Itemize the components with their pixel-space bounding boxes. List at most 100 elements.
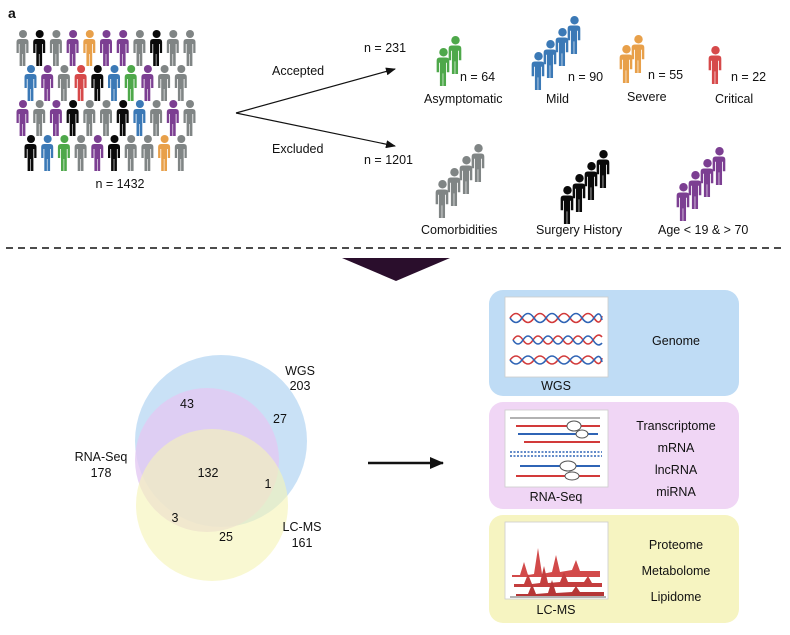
cohort-total-label: n = 1432: [95, 177, 144, 191]
accepted-arrow: [235, 67, 396, 114]
mild-count: n = 90: [568, 70, 603, 84]
venn-region-wgs-only: 27: [273, 412, 287, 426]
venn-wgs-label: WGS: [285, 364, 315, 378]
person-icon: [57, 65, 70, 101]
lcms-icon-label: LC-MS: [537, 603, 576, 617]
venn-wgs-count: 203: [290, 379, 311, 393]
funnel-arrow-icon: [342, 258, 450, 281]
venn-rnaseq-count: 178: [91, 466, 112, 480]
critical-label: Critical: [715, 92, 753, 106]
excluded-count: n = 1201: [364, 153, 413, 167]
critical-person-icon: [708, 46, 722, 84]
person-icon: [100, 30, 112, 66]
age-person-icon: [676, 183, 690, 221]
person-icon: [108, 65, 120, 101]
critical-count: n = 22: [731, 70, 766, 84]
asymptomatic-person-icon: [448, 36, 462, 74]
person-icon: [150, 100, 163, 136]
person-icon: [41, 65, 54, 101]
person-icon: [66, 30, 79, 66]
venn-region-wgs-lcms: 1: [265, 477, 272, 491]
person-icon: [158, 135, 171, 171]
surgery-history-person-icon: [596, 150, 610, 188]
person-icon: [133, 100, 146, 136]
venn-region-rna-lcms: 3: [172, 511, 179, 525]
person-icon: [24, 135, 37, 171]
person-icon: [133, 30, 146, 66]
person-icon: [83, 100, 96, 136]
rnaseq-icon-label: RNA-Seq: [530, 490, 583, 504]
venn-circle-lcms: [136, 429, 288, 581]
person-icon: [141, 65, 154, 101]
person-icon: [49, 30, 62, 66]
person-icon: [124, 135, 137, 171]
person-icon: [174, 65, 187, 101]
venn-lcms-count: 161: [292, 536, 313, 550]
age-person-icon: [712, 147, 726, 185]
excluded-label: Excluded: [272, 142, 323, 156]
venn-rnaseq-label: RNA-Seq: [75, 450, 128, 464]
person-icon: [74, 135, 87, 171]
accepted-count: n = 231: [364, 41, 406, 55]
asymptomatic-person-icon: [436, 48, 450, 86]
panel-label: a: [8, 5, 16, 21]
person-icon: [16, 100, 29, 136]
person-icon: [116, 100, 129, 136]
person-icon: [49, 100, 62, 136]
person-icon: [91, 135, 104, 171]
wgs-icon-label: WGS: [541, 379, 571, 393]
cohort-crowd-icon: [16, 30, 196, 171]
surgery-history-person-icon: [572, 174, 586, 212]
severe-count: n = 55: [648, 68, 683, 82]
lipidome-label: Lipidome: [651, 590, 702, 604]
venn-region-wgs-rna: 43: [180, 397, 194, 411]
mild-person-icon: [543, 40, 557, 78]
age-label: Age < 19 & > 70: [658, 223, 748, 237]
rna-transcripts-icon: [504, 409, 609, 488]
comorbidity-person-icon: [447, 168, 461, 206]
person-icon: [41, 135, 54, 171]
person-icon: [91, 65, 104, 101]
severe-label: Severe: [627, 90, 667, 104]
person-icon: [150, 30, 163, 66]
transcriptome-label: Transcriptome: [636, 419, 715, 433]
venn-diagram: [135, 355, 307, 581]
person-icon: [141, 135, 154, 171]
venn-region-lcms-only: 25: [219, 530, 233, 544]
proteome-label: Proteome: [649, 538, 703, 552]
mrna-label: mRNA: [658, 441, 695, 455]
surgery-history-person-icon: [584, 162, 598, 200]
comorbidity-person-icon: [435, 180, 449, 218]
person-icon: [116, 30, 129, 66]
person-icon: [24, 65, 37, 101]
person-icon: [124, 65, 137, 101]
person-icon: [158, 65, 171, 101]
mild-person-icon: [555, 28, 569, 66]
surgery-history-label: Surgery History: [536, 223, 623, 237]
person-icon: [33, 30, 46, 66]
person-icon: [33, 100, 46, 136]
venn-lcms-label: LC-MS: [283, 520, 322, 534]
chromatogram-icon: [504, 521, 609, 600]
venn-region-all-three: 132: [198, 466, 219, 480]
person-icon: [66, 100, 79, 136]
person-icon: [16, 30, 29, 66]
person-icon: [183, 30, 196, 66]
surgery-history-person-icon: [560, 186, 574, 224]
dna-helix-icon: [504, 296, 609, 378]
severe-person-icon: [619, 45, 633, 83]
person-icon: [174, 135, 187, 171]
severe-person-icon: [631, 35, 645, 73]
person-icon: [57, 135, 70, 171]
comorbidity-person-icon: [471, 144, 485, 182]
mild-person-icon: [567, 16, 581, 54]
mild-label: Mild: [546, 92, 569, 106]
age-person-icon: [700, 159, 714, 197]
comorbidities-label: Comorbidities: [421, 223, 497, 237]
age-person-icon: [688, 171, 702, 209]
comorbidity-person-icon: [459, 156, 473, 194]
person-icon: [166, 100, 179, 136]
genome-label: Genome: [652, 334, 700, 348]
person-icon: [108, 135, 120, 171]
